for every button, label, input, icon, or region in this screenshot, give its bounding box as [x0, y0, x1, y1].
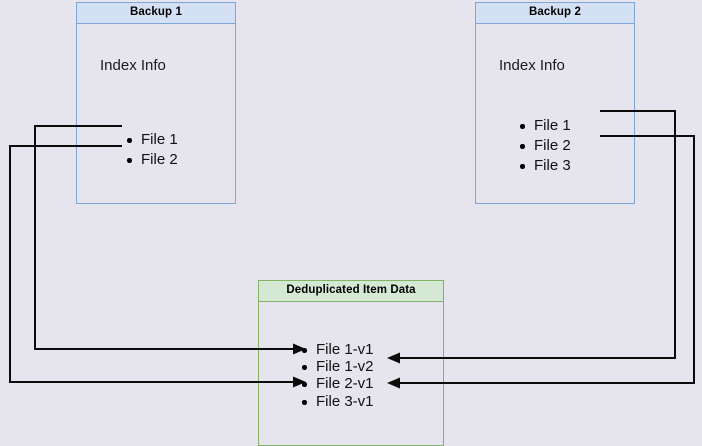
- node-backup-1-header: Backup 1: [77, 3, 235, 24]
- node-backup-1-body: Index Info File 1 File 2: [77, 24, 235, 203]
- backup-2-index-info-label: Index Info: [499, 57, 565, 74]
- list-item: File 2: [126, 150, 178, 170]
- node-backup-2-header: Backup 2: [476, 3, 634, 24]
- backup-1-index-info-label: Index Info: [100, 57, 166, 74]
- node-backup-1[interactable]: Backup 1 Index Info File 1 File 2: [76, 2, 236, 204]
- backup-2-file-list: File 1 File 2 File 3: [519, 116, 571, 176]
- list-item: File 1: [519, 116, 571, 136]
- list-item: File 1: [126, 130, 178, 150]
- list-item: File 3: [519, 156, 571, 176]
- dedup-file-list: File 1-v1 File 1-v2 File 2-v1 File 3-v1: [301, 340, 374, 412]
- list-item: File 1-v2: [301, 357, 374, 377]
- node-dedup-header: Deduplicated Item Data: [259, 281, 443, 302]
- node-deduplicated-item-data[interactable]: Deduplicated Item Data File 1-v1 File 1-…: [258, 280, 444, 446]
- node-dedup-body: File 1-v1 File 1-v2 File 2-v1 File 3-v1: [259, 302, 443, 445]
- list-item: File 2-v1: [301, 374, 374, 394]
- node-backup-2[interactable]: Backup 2 Index Info File 1 File 2 File 3: [475, 2, 635, 204]
- list-item: File 2: [519, 136, 571, 156]
- list-item: File 3-v1: [301, 392, 374, 412]
- backup-1-file-list: File 1 File 2: [126, 130, 178, 170]
- node-backup-2-body: Index Info File 1 File 2 File 3: [476, 24, 634, 203]
